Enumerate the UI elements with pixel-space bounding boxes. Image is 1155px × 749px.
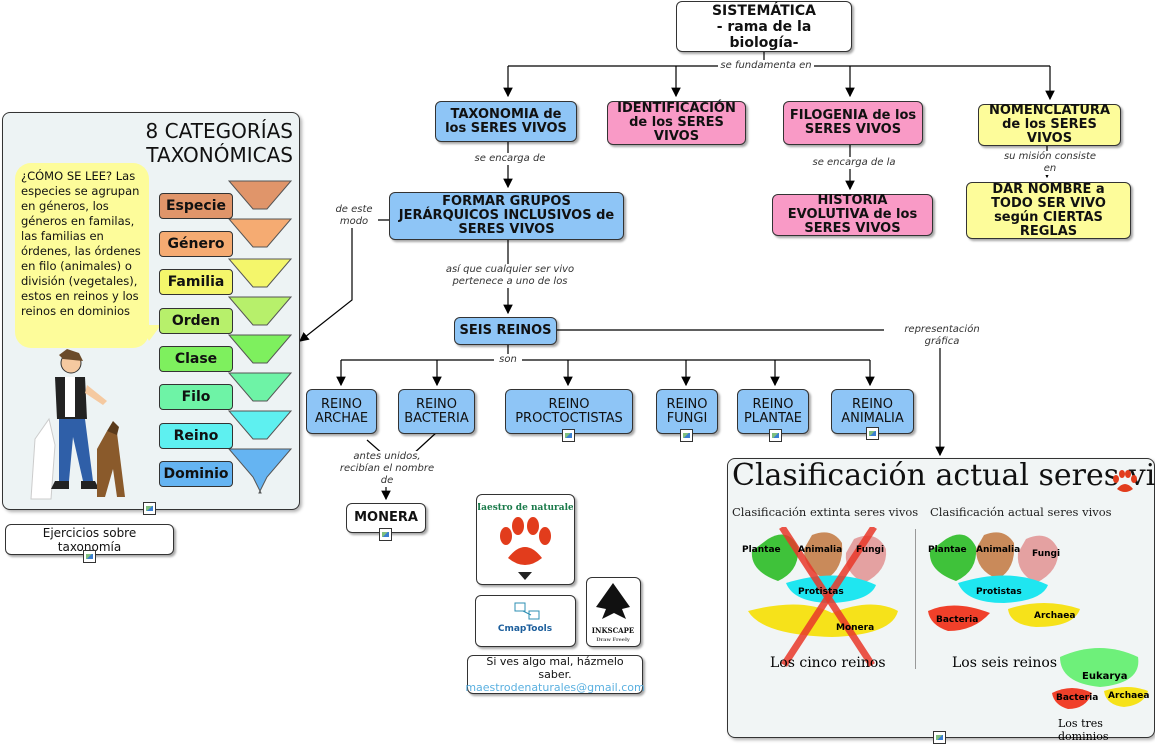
inkscape-label: INKSCAPE <box>592 626 634 635</box>
inkscape-tagline: Draw Freely <box>596 637 631 643</box>
label-monera: Monera <box>836 623 875 633</box>
panel-categorias: 8 CATEGORÍAS TAXONÓMICAS ¿CÓMO SE LEE? L… <box>2 112 300 510</box>
category-dominio: Dominio <box>159 461 233 487</box>
link-label-antes: antes unidos, recibían el nombre de <box>332 451 442 487</box>
category-orden: Orden <box>159 308 233 334</box>
panel-title: 8 CATEGORÍAS TAXONÓMICAS <box>146 119 293 167</box>
five-kingdoms-diagram <box>748 527 898 667</box>
node-ejercicios[interactable]: Ejercicios sobre taxonomía <box>5 524 174 555</box>
image-link-icon[interactable] <box>680 429 693 442</box>
speech-bubble: ¿CÓMO SE LEE? Las especies se agrupan en… <box>15 163 149 348</box>
link-label-mision: su misión consiste en <box>996 151 1104 175</box>
node-nomenclatura[interactable]: NOMENCLATURA de los SERES VIVOS <box>978 104 1121 146</box>
node-identificacion[interactable]: IDENTIFICACIÓN de los SERES VIVOS <box>607 101 746 145</box>
label-tres-dominios: Los tres dominios <box>1058 717 1109 743</box>
category-reino: Reino <box>159 423 233 449</box>
node-dar-nombre[interactable]: DAR NOMBRE a TODO SER VIVO según CIERTAS… <box>966 182 1131 239</box>
category-filo: Filo <box>159 384 233 410</box>
panel-title-line-1: 8 CATEGORÍAS <box>145 119 293 143</box>
image-link-icon[interactable] <box>866 427 879 440</box>
explorer-character-icon <box>30 349 125 500</box>
node-reino-animalia[interactable]: REINO ANIMALIA <box>831 389 914 434</box>
contact-email[interactable]: maestrodenaturales@gmail.com <box>465 681 645 694</box>
node-formar-grupos[interactable]: FORMAR GRUPOS JERÁRQUICOS INCLUSIVOS de … <box>389 192 624 240</box>
link-label-fundamenta: se fundamenta en <box>718 60 814 72</box>
root-subtitle: - rama de la biología- <box>716 18 812 51</box>
label-fungi-2: Fungi <box>1032 549 1061 559</box>
clasif-right-head: Clasificación actual seres vivos <box>930 505 1112 519</box>
node-sistematica[interactable]: SISTEMÁTICA - rama de la biología- <box>676 1 852 52</box>
clasif-left-head: Clasificación extinta seres vivos <box>732 505 919 519</box>
inkscape-icon: INKSCAPE Draw Freely <box>592 583 634 643</box>
panel-clasificacion: Clasificación actual seres vivos Clasifi… <box>727 458 1155 743</box>
category-especie: Especie <box>159 193 233 219</box>
node-taxonomia[interactable]: TAXONOMIA de los SERES VIVOS <box>435 101 577 142</box>
category-clase: Clase <box>159 346 233 372</box>
label-animalia-2: Animalia <box>976 545 1021 555</box>
node-historia-evolutiva[interactable]: HISTORIA EVOLUTIVA de los SERES VIVOS <box>772 194 933 236</box>
panel-title-line-2: TAXONÓMICAS <box>146 143 293 167</box>
image-link-icon[interactable] <box>933 731 946 744</box>
six-kingdoms-diagram <box>928 532 1080 631</box>
label-animalia-1: Animalia <box>798 545 843 555</box>
node-reino-proctoctistas[interactable]: REINO PROCTOCTISTAS <box>505 389 633 434</box>
node-contacto[interactable]: Si ves algo mal, házmelo saber. maestrod… <box>465 655 645 694</box>
label-fungi-1: Fungi <box>856 545 885 555</box>
image-link-icon[interactable] <box>769 429 782 442</box>
label-eukarya: Eukarya <box>1082 671 1128 682</box>
three-domains-diagram <box>1052 648 1148 709</box>
category-genero: Género <box>159 231 233 257</box>
node-reino-bacteria[interactable]: REINO BACTERIA <box>398 389 475 434</box>
label-plantae-2: Plantae <box>928 545 967 555</box>
logo-text: Maestro de naturales <box>478 503 573 513</box>
node-filogenia[interactable]: FILOGENIA de los SERES VIVOS <box>783 101 923 145</box>
link-label-encarga-la: se encarga de la <box>806 157 902 169</box>
link-label-encarga: se encarga de <box>468 153 552 165</box>
image-link-icon[interactable] <box>143 502 156 515</box>
node-seis-reinos[interactable]: SEIS REINOS <box>454 317 557 345</box>
root-title: SISTEMÁTICA <box>711 2 817 19</box>
paw-small-icon <box>1113 470 1137 492</box>
link-label-modo: de este modo <box>330 204 378 228</box>
clasif-title: Clasificación actual seres vivos <box>732 458 1155 493</box>
node-reino-plantae[interactable]: REINO PLANTAE <box>737 389 809 434</box>
label-archaea-3: Archaea <box>1108 691 1150 701</box>
link-label-representacion: representación gráfica <box>884 324 1000 348</box>
label-protistas-1: Protistas <box>798 587 844 597</box>
contact-line: Si ves algo mal, házmelo saber. <box>486 655 624 681</box>
bubble-tail <box>141 325 161 341</box>
paw-logo-icon: Maestro de naturales <box>478 503 573 580</box>
image-link-icon[interactable] <box>562 429 575 442</box>
label-plantae-1: Plantae <box>742 545 781 555</box>
link-label-asi: así que cualquier ser vivo pertenece a u… <box>441 264 579 288</box>
divider <box>915 529 916 669</box>
label-bacteria-3: Bacteria <box>1056 693 1099 703</box>
label-archaea-2: Archaea <box>1034 611 1076 621</box>
cmaptools-icon: CmapTools <box>498 602 552 634</box>
label-protistas-2: Protistas <box>976 587 1022 597</box>
category-familia: Familia <box>159 269 233 295</box>
logo-inkscape[interactable]: INKSCAPE Draw Freely <box>586 577 641 647</box>
node-reino-fungi[interactable]: REINO FUNGI <box>656 389 718 434</box>
label-cinco-reinos: Los cinco reinos <box>770 655 886 671</box>
label-bacteria-2: Bacteria <box>936 615 979 625</box>
cmaptools-label: CmapTools <box>498 624 552 634</box>
image-link-icon[interactable] <box>83 550 96 563</box>
funnel-stack-icon <box>227 180 293 494</box>
logo-maestro-naturales[interactable]: Maestro de naturales <box>476 494 575 585</box>
label-seis-reinos: Los seis reinos <box>952 655 1058 671</box>
node-reino-archae[interactable]: REINO ARCHAE <box>306 389 377 434</box>
image-link-icon[interactable] <box>379 528 392 541</box>
logo-cmaptools[interactable]: CmapTools <box>475 595 576 647</box>
link-label-son: son <box>494 354 522 366</box>
